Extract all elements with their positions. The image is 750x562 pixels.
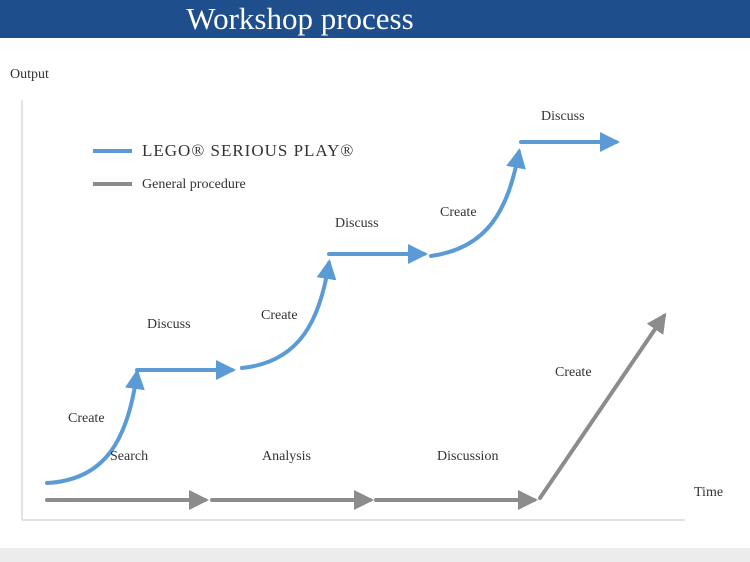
legend-general-label: General procedure [142, 177, 246, 192]
general-step-label: Analysis [262, 449, 311, 464]
lego-step-label: Discuss [147, 317, 191, 332]
legend-lego-label: LEGO® SERIOUS PLAY® [142, 141, 354, 160]
lego-step-label: Discuss [335, 216, 379, 231]
general-step-label: Discussion [437, 449, 498, 464]
lego-process-path [45, 132, 620, 485]
bottom-strip [0, 548, 750, 562]
general-step-label: Search [110, 449, 148, 464]
general-process-path [45, 312, 667, 510]
lego-create-arrow-1 [45, 369, 145, 485]
general-step-label: Create [555, 365, 592, 380]
lego-step-label: Discuss [541, 109, 585, 124]
lego-create-arrow-2 [240, 259, 337, 370]
general-create-arrow [538, 312, 667, 500]
lego-step-label: Create [68, 411, 105, 426]
y-axis-label: Output [10, 67, 49, 82]
lego-create-arrow-3 [429, 148, 526, 258]
title-bar: Workshop process [0, 0, 750, 38]
lego-step-label: Create [261, 308, 298, 323]
page-title: Workshop process [186, 1, 414, 36]
lego-step-label: Create [440, 205, 477, 220]
x-axis-label: Time [694, 485, 723, 500]
